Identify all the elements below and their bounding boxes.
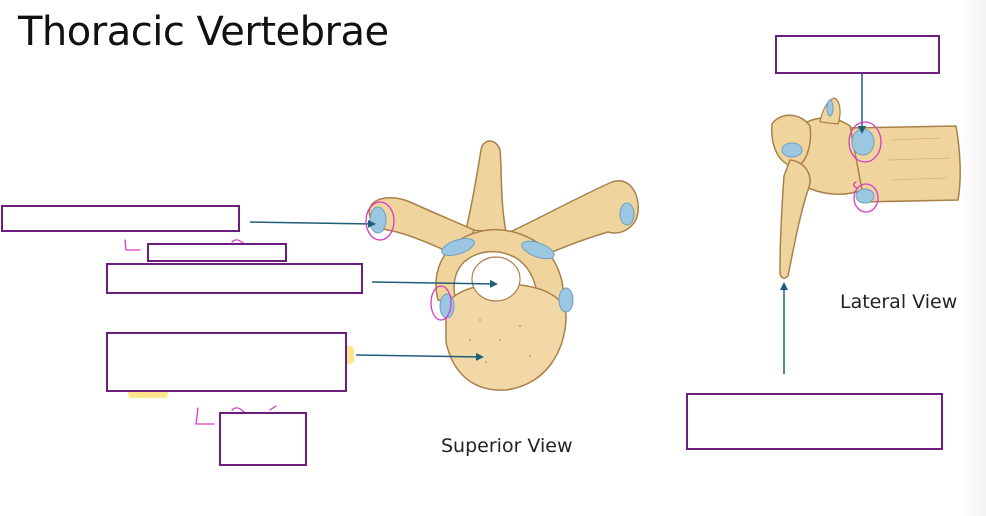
arrow-to-vertebral-body — [355, 352, 484, 361]
costal-facet-left — [439, 293, 455, 319]
vertebral-foramen — [471, 256, 521, 302]
ink-circle-superior-costal-facet — [848, 121, 882, 163]
pointer-arrows — [249, 74, 866, 374]
lateral-view-vertebra — [771, 97, 961, 279]
ink-circle-left-facet — [365, 201, 395, 241]
left-transverse-process — [368, 197, 475, 259]
right-transverse-process — [508, 180, 639, 263]
vertebral-body — [444, 283, 567, 391]
label-box-bottom-small[interactable] — [219, 412, 307, 466]
spinous-process — [465, 140, 507, 233]
costal-facet-right — [558, 287, 574, 313]
superior-view-caption: Superior View — [441, 435, 573, 457]
page-title: Thoracic Vertebrae — [18, 9, 389, 55]
superior-view-vertebra — [368, 140, 639, 391]
ink-scribble-2 — [231, 405, 277, 413]
arrow-to-left-transverse-facet — [249, 219, 376, 228]
transverse-costal-facet-left — [369, 206, 387, 234]
lateral-transverse-process — [771, 114, 812, 167]
superior-articular-facet-left — [441, 238, 475, 256]
lateral-spinous-process — [779, 159, 811, 279]
label-box-small[interactable] — [147, 243, 287, 262]
ink-annotations — [124, 121, 882, 425]
highlighter-mark — [128, 388, 168, 398]
ink-circle-costal-facet — [430, 285, 452, 321]
ink-scribble-3 — [853, 181, 859, 189]
lateral-transverse-facet — [781, 142, 803, 158]
ink-circle-inferior-costal-facet — [853, 183, 879, 213]
ink-hook-left — [124, 239, 141, 251]
arrow-to-vertebral-foramen — [371, 279, 498, 288]
transverse-costal-facet-right — [619, 202, 635, 226]
superior-costal-facet — [851, 128, 875, 156]
label-box-spinous-process[interactable] — [686, 393, 943, 450]
ink-hook-bottom — [195, 407, 215, 425]
label-box-vertebral-body[interactable] — [106, 332, 347, 392]
superior-articular-facet-right — [521, 240, 555, 260]
highlighter-mark — [344, 346, 354, 364]
lateral-view-caption: Lateral View — [840, 291, 958, 313]
label-box-transverse-costal-facet[interactable] — [1, 205, 240, 232]
lateral-superior-articular-facet — [826, 99, 834, 117]
right-edge-shade — [958, 0, 986, 516]
label-box-superior-costal-facet[interactable] — [775, 35, 940, 74]
inferior-costal-facet — [855, 188, 875, 204]
label-box-vertebral-foramen[interactable] — [106, 263, 363, 294]
